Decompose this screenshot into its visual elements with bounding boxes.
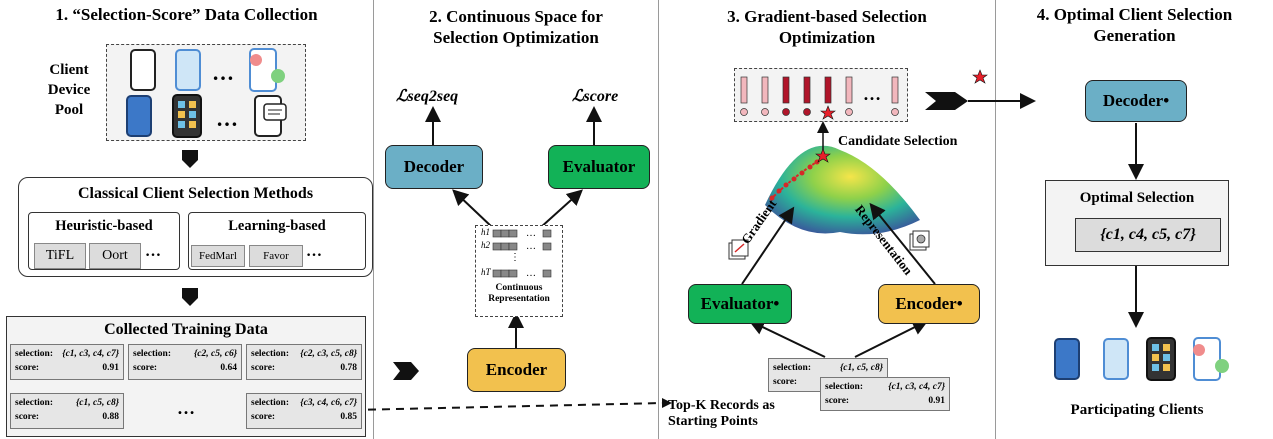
phone-icon [1054, 338, 1080, 380]
divider-1 [373, 0, 374, 439]
candidate-bars [740, 76, 899, 120]
app-phone-icon [1146, 337, 1176, 381]
section-1-title: 1. “Selection-Score” Data Collection [55, 5, 318, 24]
encoder-box-optimized: Encoder• [878, 284, 980, 324]
evaluator-box-optimized: Evaluator• [688, 284, 792, 324]
heuristic-title: Heuristic-based [55, 218, 153, 234]
evaluator-box: Evaluator [548, 145, 650, 189]
learning-title: Learning-based [228, 218, 326, 234]
ellipsis: … [306, 243, 322, 260]
training-record: selection:{c1, c5, c8} score:0.88 [10, 393, 124, 429]
favor-chip: Favor [249, 245, 303, 267]
training-record: selection:{c3, c4, c6, c7} score:0.85 [246, 393, 362, 429]
rep-row-label: ⋮ [510, 252, 520, 263]
participating-clients-label: Participating Clients [1070, 402, 1204, 418]
phone-icon [1103, 338, 1129, 380]
decoder-box: Decoder [385, 145, 483, 189]
optimal-selection-title: Optimal Selection [1079, 190, 1195, 206]
encoder-box: Encoder [467, 348, 566, 392]
rep-ellipsis: … [526, 241, 536, 252]
candidate-selection-label: Candidate Selection [838, 134, 958, 149]
training-data-title: Collected Training Data [104, 321, 268, 338]
representation-icon [909, 230, 930, 251]
topk-record: selection:{c1, c3, c4, c7} score:0.91 [820, 377, 950, 411]
tablet-message-icon [1193, 337, 1229, 381]
phone-icon [126, 95, 152, 137]
training-record: selection:{c1, c3, c4, c7} score:0.91 [10, 344, 124, 380]
gradient-icon [728, 239, 749, 260]
loss-score: ℒscore [572, 88, 619, 105]
star-icon [972, 69, 988, 84]
star-icon [820, 105, 836, 120]
ellipsis: … [863, 84, 881, 104]
loss-seq2seq: ℒseq2seq [396, 88, 459, 105]
rep-row-label: h1 [481, 227, 490, 237]
rep-row-label: hT [481, 267, 491, 277]
right-chevron-icon [925, 92, 968, 110]
down-chevron-icon [182, 150, 198, 168]
phone-icon [175, 49, 201, 91]
rep-ellipsis: … [526, 268, 536, 279]
ellipsis: … [145, 243, 161, 260]
ellipsis: … [212, 60, 234, 85]
ellipsis: … [216, 106, 238, 131]
oort-chip: Oort [89, 243, 141, 269]
divider-2 [658, 0, 659, 439]
training-record: selection:{c2, c5, c6} score:0.64 [128, 344, 242, 380]
tablet-message-icon [249, 48, 285, 92]
fedmarl-chip: FedMarl [191, 245, 245, 267]
dashed-connector [353, 402, 665, 411]
ellipsis: … [177, 398, 195, 418]
rep-ellipsis: … [526, 228, 536, 239]
star-icon [815, 148, 831, 163]
app-phone-icon [172, 94, 202, 138]
optimal-selection-value: {c1, c4, c5, c7} [1075, 218, 1221, 252]
tifl-chip: TiFL [34, 243, 86, 269]
right-chevron-icon [393, 362, 419, 380]
down-chevron-icon [182, 288, 198, 306]
chat-tablet-icon [254, 95, 287, 137]
divider-3 [995, 0, 996, 439]
training-record: selection:{c2, c3, c5, c8} score:0.78 [246, 344, 362, 380]
decoder-box-optimized: Decoder• [1085, 80, 1187, 122]
classical-methods-title: Classical Client Selection Methods [77, 185, 314, 202]
rep-row-label: h2 [481, 240, 490, 250]
phone-icon [130, 49, 156, 91]
